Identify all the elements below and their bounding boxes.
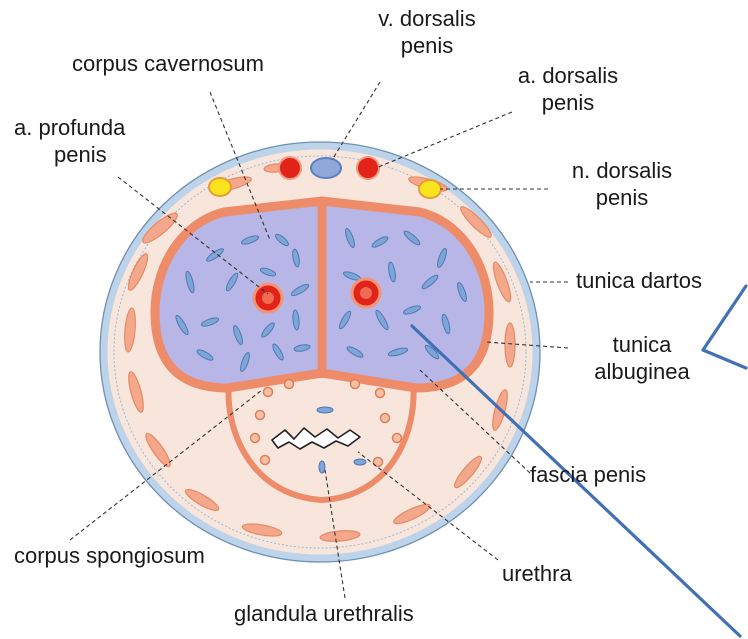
label-corpus-cavernosum: corpus cavernosum <box>72 50 264 77</box>
label-corpus-spongiosum: corpus spongiosum <box>14 542 205 569</box>
label-n-dorsalis-penis: n. dorsalis penis <box>552 157 692 211</box>
label-line: albuginea <box>582 358 702 385</box>
label-line: a. profunda <box>14 114 125 141</box>
label-fascia-penis: fascia penis <box>530 461 646 488</box>
label-line: tunica <box>582 331 702 358</box>
label-a-dorsalis-penis: a. dorsalis penis <box>508 62 628 116</box>
dorsal-vessels <box>279 157 379 179</box>
label-line: penis <box>362 32 492 59</box>
label-v-dorsalis-penis: v. dorsalis penis <box>362 5 492 59</box>
label-line: penis <box>552 184 692 211</box>
label-tunica-dartos: tunica dartos <box>576 267 702 294</box>
label-line: penis <box>508 89 628 116</box>
label-line: n. dorsalis <box>552 157 692 184</box>
label-line: penis <box>14 141 125 168</box>
label-urethra: urethra <box>502 560 572 587</box>
label-a-profunda-penis: a. profunda penis <box>14 114 125 168</box>
label-line: a. dorsalis <box>508 62 628 89</box>
label-glandula-urethralis: glandula urethralis <box>234 600 414 627</box>
label-tunica-albuginea: tunica albuginea <box>582 331 702 385</box>
label-line: v. dorsalis <box>362 5 492 32</box>
